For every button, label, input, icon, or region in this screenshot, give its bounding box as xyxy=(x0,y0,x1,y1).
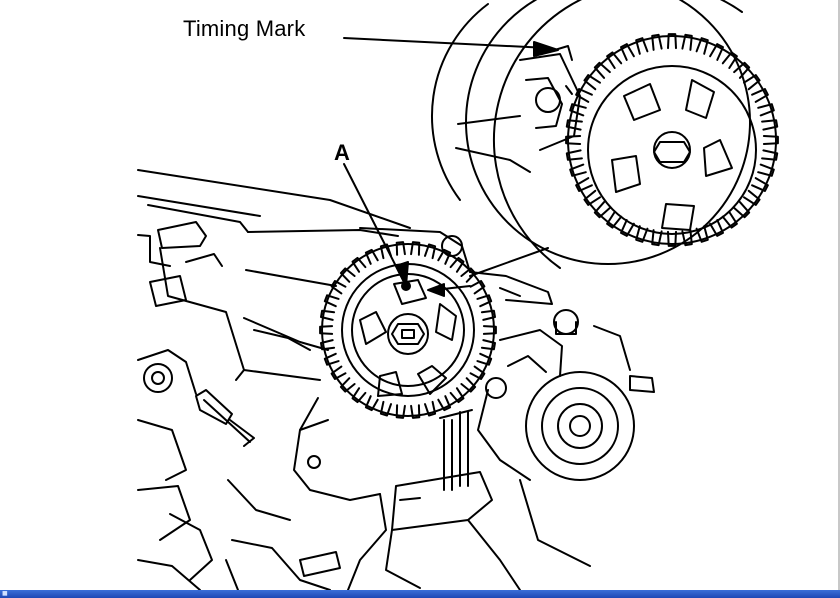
inset-sprocket-tooth xyxy=(681,229,693,247)
window-edge xyxy=(838,0,840,590)
inset-sprocket-tooth xyxy=(620,219,635,237)
inset-sprocket-tooth xyxy=(565,119,583,131)
sprocket-tooth xyxy=(469,280,486,295)
inset-sprocket-tooth xyxy=(695,37,709,55)
inset-sprocket-tooth xyxy=(743,189,761,206)
inset-sprocket-tooth xyxy=(667,230,677,247)
inset-sprocket-tooth xyxy=(606,51,623,69)
inset-sprocket-tooth xyxy=(761,119,779,131)
inset-sprocket-tooth xyxy=(721,211,738,229)
sprocket-tooth xyxy=(476,294,493,308)
sprocket-tooth xyxy=(323,294,340,308)
inset-sprocket-tooth xyxy=(709,219,724,237)
sprocket-tooth xyxy=(449,256,465,273)
sprocket-tooth xyxy=(319,325,334,335)
taskbar-start-icon[interactable]: ■ xyxy=(2,590,8,597)
callout-a-label: A xyxy=(334,140,350,165)
sprocket-tooth xyxy=(320,309,336,321)
inset-sprocket-tooth xyxy=(757,163,775,177)
backing-plate xyxy=(293,227,553,591)
inset-sprocket-tooth xyxy=(651,229,663,247)
inset-sprocket-tooth xyxy=(743,74,761,91)
inset-sprocket-tooth xyxy=(620,43,635,61)
sprocket-tooth xyxy=(330,280,347,295)
sprocket-tooth xyxy=(437,248,452,265)
detail-inset xyxy=(431,0,779,277)
sprocket-tooth xyxy=(480,339,496,351)
sprocket-tooth xyxy=(339,267,356,283)
sprocket-tooth xyxy=(395,404,406,419)
sprocket-tooth xyxy=(395,241,406,256)
sprocket-tooth xyxy=(460,267,477,283)
sprocket-tooth xyxy=(424,243,437,260)
inset-sprocket-tooth xyxy=(733,61,751,79)
inset-sprocket-tooth xyxy=(709,43,724,61)
inset-sprocket-tooth xyxy=(695,225,709,243)
lower-housing xyxy=(299,409,521,591)
inset-sprocket xyxy=(565,33,779,247)
sprocket-tooth xyxy=(330,365,347,380)
inset-sprocket-tooth xyxy=(733,201,751,219)
inset-sprocket-tooth xyxy=(751,177,769,192)
inset-sprocket-tooth xyxy=(757,103,775,117)
inset-sprocket-tooth xyxy=(761,149,779,161)
inset-sprocket-tooth xyxy=(565,149,583,161)
inset-sprocket-tooth xyxy=(583,74,601,91)
sprocket-tooth xyxy=(480,309,496,321)
inset-sprocket-tooth xyxy=(606,211,623,229)
inset-sprocket-tooth xyxy=(583,189,601,206)
sprocket-tooth xyxy=(449,387,465,404)
sprocket-tooth xyxy=(364,395,379,412)
inset-sprocket-tooth xyxy=(651,33,663,51)
sprocket-tooth xyxy=(410,404,421,419)
taskbar[interactable]: ■ xyxy=(0,590,840,598)
inset-sprocket-tooth xyxy=(593,201,611,219)
sprocket-tooth xyxy=(364,248,379,265)
inset-sprocket-tooth xyxy=(751,88,769,103)
sprocket-tooth xyxy=(339,377,356,393)
sprocket-tooth xyxy=(424,400,437,417)
sprocket-tooth xyxy=(351,256,367,273)
inset-sprocket-tooth xyxy=(667,33,677,50)
sprocket-tooth xyxy=(379,243,392,260)
sprocket-tooth xyxy=(320,339,336,351)
inset-sprocket-tooth xyxy=(635,225,649,243)
inset-sprocket-tooth xyxy=(593,61,611,79)
inset-sprocket-tooth xyxy=(762,135,779,145)
sprocket-tooth xyxy=(379,400,392,417)
idler-pulley xyxy=(477,309,655,567)
sprocket-tooth xyxy=(351,387,367,404)
inset-sprocket-tooth xyxy=(575,177,593,192)
sprocket-tooth xyxy=(482,325,497,335)
sprocket-tooth xyxy=(460,377,477,393)
sprocket-tooth xyxy=(437,395,452,412)
sprocket-tooth xyxy=(469,365,486,380)
engine-block xyxy=(137,169,411,591)
callout-arrows xyxy=(343,37,559,297)
inset-sprocket-tooth xyxy=(721,51,738,69)
inset-sprocket-tooth xyxy=(635,37,649,55)
sprocket-tooth xyxy=(323,352,340,366)
timing-mark-label: Timing Mark xyxy=(183,16,306,41)
sprocket-tooth xyxy=(476,352,493,366)
inset-sprocket-tooth xyxy=(569,163,587,177)
inset-sprocket-tooth xyxy=(681,33,693,51)
sprocket-tooth xyxy=(410,241,421,256)
